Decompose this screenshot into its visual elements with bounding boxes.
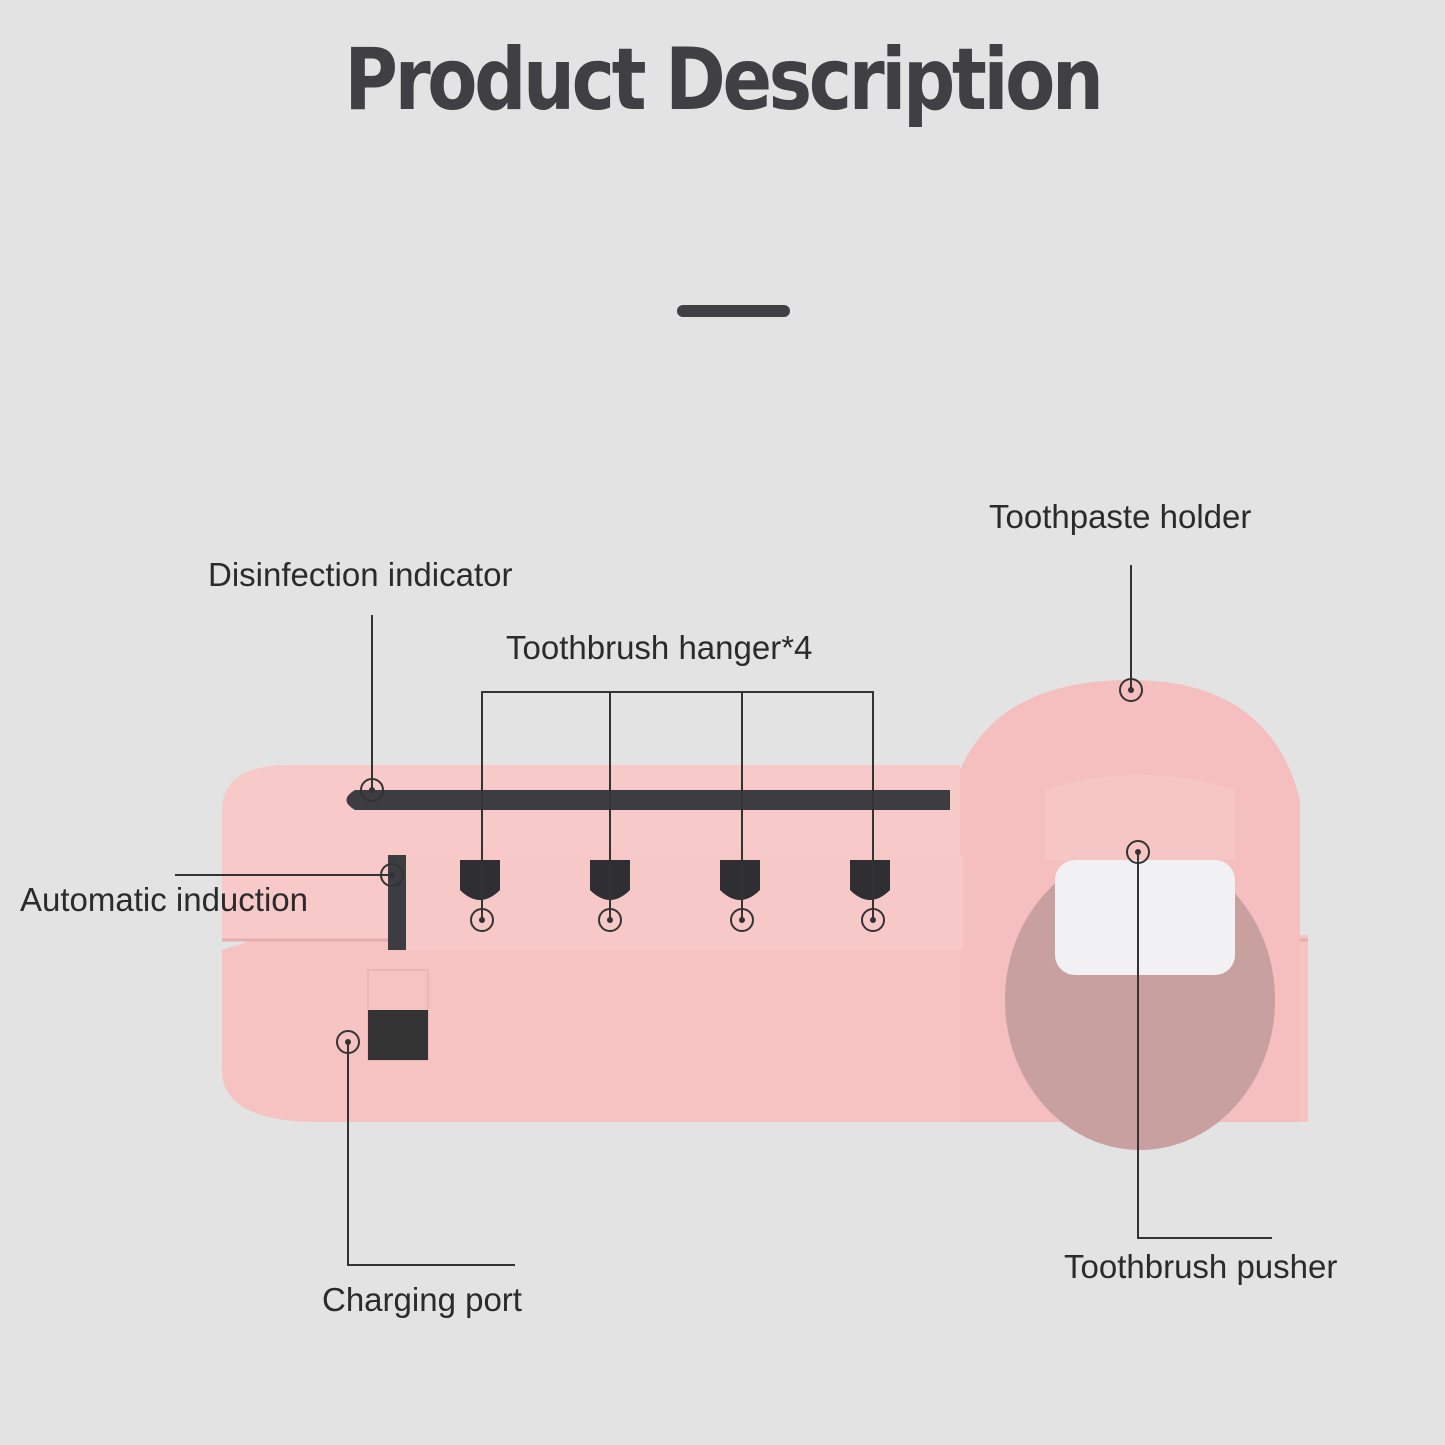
toothbrush-pusher-cup <box>1055 860 1235 975</box>
charging-port <box>368 1010 428 1060</box>
label-toothpaste-holder: Toothpaste holder <box>989 498 1252 535</box>
title-divider <box>677 305 790 317</box>
label-toothbrush-hanger: Toothbrush hanger*4 <box>506 629 813 666</box>
label-toothbrush-pusher: Toothbrush pusher <box>1064 1248 1338 1285</box>
label-charging-port: Charging port <box>322 1281 522 1318</box>
label-automatic-induction: Automatic induction <box>20 881 308 918</box>
page-title: Product Description <box>344 30 1104 130</box>
toothbrush-hangers <box>460 860 890 900</box>
disinfection-indicator-bar <box>346 790 950 810</box>
label-disinfection-indicator: Disinfection indicator <box>208 556 513 593</box>
